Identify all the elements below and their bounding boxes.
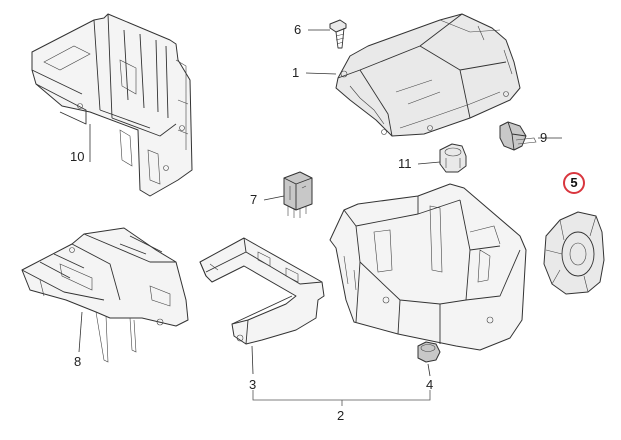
part-3-bracket[interactable] (199, 237, 325, 345)
part-1-cover[interactable] (335, 13, 521, 137)
callout-5: 5 (570, 175, 578, 190)
callout-11: 11 (398, 156, 412, 171)
part-5-round-cover[interactable] (543, 211, 605, 295)
callout-9: 9 (540, 130, 548, 145)
part-7-relay[interactable] (283, 171, 313, 218)
callout-3: 3 (249, 377, 257, 392)
callout-6: 6 (294, 22, 302, 37)
callout-7: 7 (250, 192, 258, 207)
part-4-plug[interactable] (417, 341, 441, 363)
part-6-screw[interactable] (329, 19, 347, 49)
callout-2: 2 (337, 408, 345, 423)
callout-10: 10 (70, 149, 85, 164)
part-10-relay-carrier[interactable] (31, 13, 193, 197)
leader-lines (78, 29, 562, 377)
part-11-grommet[interactable] (439, 143, 467, 173)
part-8-carrier-tray[interactable] (21, 227, 189, 363)
part-2-housing[interactable] (329, 183, 527, 351)
callout-8: 8 (74, 354, 82, 369)
group-bracket-2 (252, 390, 431, 406)
part-9-clip[interactable] (499, 121, 537, 151)
callout-4: 4 (426, 377, 434, 392)
callout-1: 1 (292, 65, 300, 80)
callout-5-highlight-ring (563, 172, 585, 194)
